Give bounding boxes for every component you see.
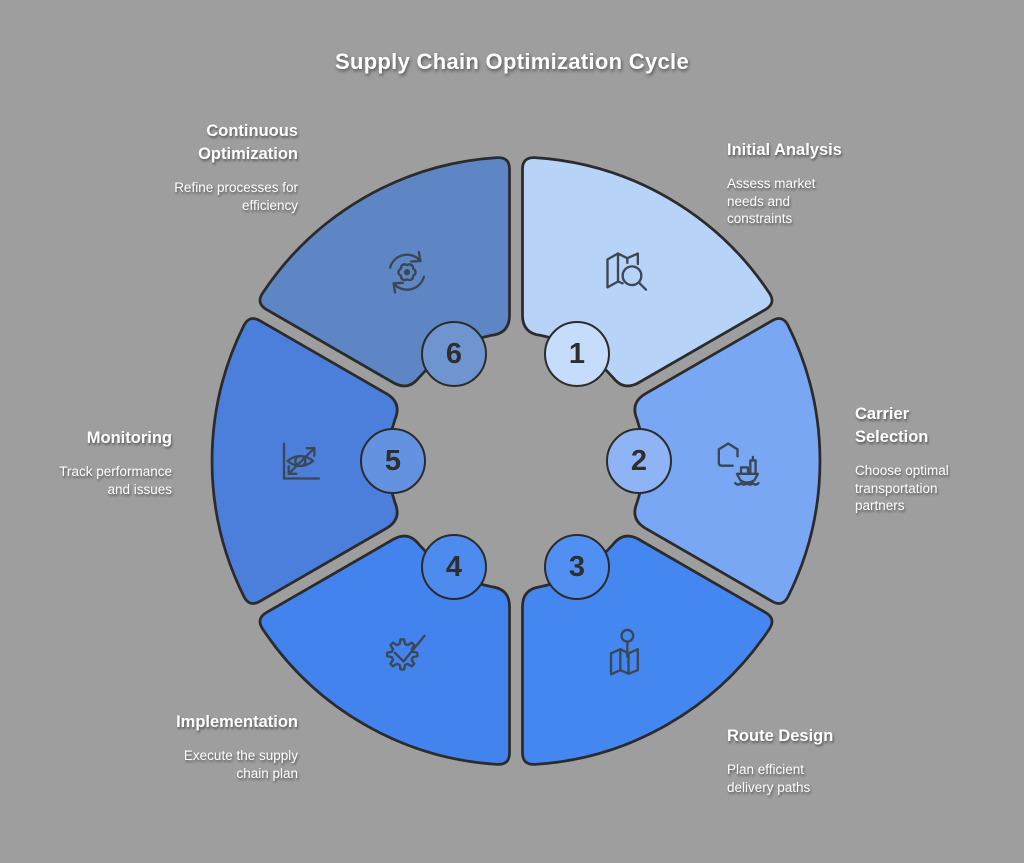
package-ship-icon [717, 442, 760, 486]
map-pin-icon [609, 628, 639, 676]
step-badge: 5 [360, 428, 426, 494]
segment-title: Implementation [176, 713, 298, 731]
segment-description: Choose optimal transportation partners [855, 463, 949, 514]
step-badge: 6 [421, 321, 487, 387]
segment-wedge-2 [633, 317, 822, 605]
segment-description: Refine processes for efficiency [174, 180, 298, 213]
segment-description: Plan efficient delivery paths [727, 762, 811, 795]
segment-description: Track performance and issues [59, 464, 172, 497]
segment-label-carrier-selection: Carrier Selection Choose optimal transpo… [855, 403, 961, 515]
segment-description: Execute the supply chain plan [183, 748, 298, 781]
segment-description: Assess market needs and constraints [727, 176, 816, 227]
step-badge: 4 [421, 534, 487, 600]
segment-title: Monitoring [86, 429, 172, 447]
segment-title: Carrier Selection [855, 405, 929, 447]
segment-label-route-design: Route Design Plan efficient delivery pat… [727, 725, 833, 796]
segment-label-initial-analysis: Initial Analysis Assess market needs and… [727, 139, 842, 228]
segment-title: Initial Analysis [727, 141, 842, 159]
segment-label-continuous-optimization: Continuous Optimization Refine processes… [156, 120, 298, 214]
step-badge: 2 [606, 428, 672, 494]
step-badge: 1 [544, 321, 610, 387]
segment-title: Continuous Optimization [198, 122, 298, 164]
segment-title: Route Design [727, 727, 834, 745]
step-badge: 3 [544, 534, 610, 600]
eye-chart-icon [282, 442, 321, 480]
gear-check-icon [386, 634, 426, 671]
page-title: Supply Chain Optimization Cycle [334, 49, 689, 74]
refresh-gear-icon [388, 250, 426, 294]
segment-label-monitoring: Monitoring Track performance and issues [44, 427, 172, 498]
segment-label-implementation: Implementation Execute the supply chain … [166, 711, 298, 782]
map-search-icon [606, 252, 648, 291]
